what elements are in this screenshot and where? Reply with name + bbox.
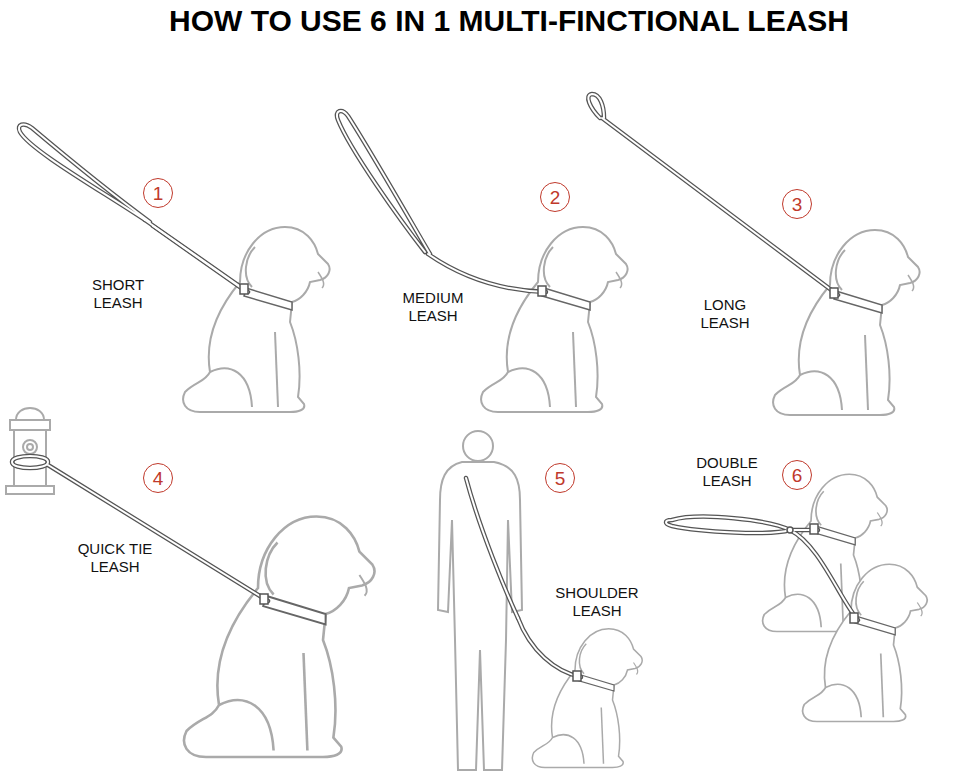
dog bbox=[803, 564, 927, 721]
leash bbox=[588, 94, 604, 118]
leash bbox=[790, 530, 858, 620]
leash bbox=[518, 618, 581, 677]
leash bbox=[337, 111, 430, 254]
callout-number: 2 bbox=[550, 188, 561, 207]
callout-circle: 2 bbox=[540, 182, 570, 212]
title: HOW TO USE 6 IN 1 MULTI-FINCTIONAL LEASH bbox=[0, 4, 958, 38]
callout-circle: 4 bbox=[143, 463, 173, 493]
callout-number: 3 bbox=[792, 195, 803, 214]
dog bbox=[481, 227, 627, 412]
leash-inner bbox=[588, 94, 604, 118]
leash bbox=[428, 254, 546, 292]
mode-label: SHORT LEASH bbox=[72, 276, 164, 312]
leash bbox=[602, 118, 838, 295]
leash-inner bbox=[19, 125, 150, 222]
callout-number: 1 bbox=[153, 184, 164, 203]
callout-number: 4 bbox=[153, 469, 164, 488]
callout-circle: 6 bbox=[782, 460, 812, 490]
leash bbox=[12, 456, 48, 468]
dog bbox=[183, 227, 329, 412]
leash-inner bbox=[48, 465, 268, 601]
fire-hydrant bbox=[6, 408, 54, 494]
leash bbox=[666, 517, 790, 533]
leash bbox=[145, 220, 248, 292]
leash bbox=[48, 465, 268, 601]
leash bbox=[153, 226, 244, 290]
dog bbox=[184, 517, 374, 758]
leash-inner bbox=[666, 517, 790, 533]
callout-circle: 3 bbox=[782, 189, 812, 219]
mode-label: QUICK TIE LEASH bbox=[69, 540, 161, 576]
leash-inner bbox=[790, 530, 858, 620]
mode-label: SHOULDER LEASH bbox=[551, 584, 643, 620]
mode-label: LONG LEASH bbox=[679, 296, 771, 332]
leash-inner bbox=[428, 254, 546, 292]
leash-inner bbox=[12, 456, 48, 468]
dog bbox=[532, 629, 642, 768]
leash-clip bbox=[240, 284, 858, 681]
leash-inner bbox=[602, 118, 838, 295]
person bbox=[438, 431, 522, 770]
leash-inner bbox=[145, 220, 248, 292]
leash bbox=[466, 478, 518, 618]
dog bbox=[773, 230, 919, 415]
callout-circle: 5 bbox=[545, 463, 575, 493]
leash bbox=[19, 125, 150, 222]
callout-circle: 1 bbox=[143, 178, 173, 208]
callout-number: 5 bbox=[555, 469, 566, 488]
leash-inner bbox=[518, 618, 581, 677]
leash-inner bbox=[337, 111, 430, 254]
mode-label: MEDIUM LEASH bbox=[387, 289, 479, 325]
leash-inner bbox=[466, 478, 518, 618]
mode-label: DOUBLE LEASH bbox=[681, 454, 773, 490]
leash-inner bbox=[153, 226, 244, 290]
callout-number: 6 bbox=[792, 466, 803, 485]
